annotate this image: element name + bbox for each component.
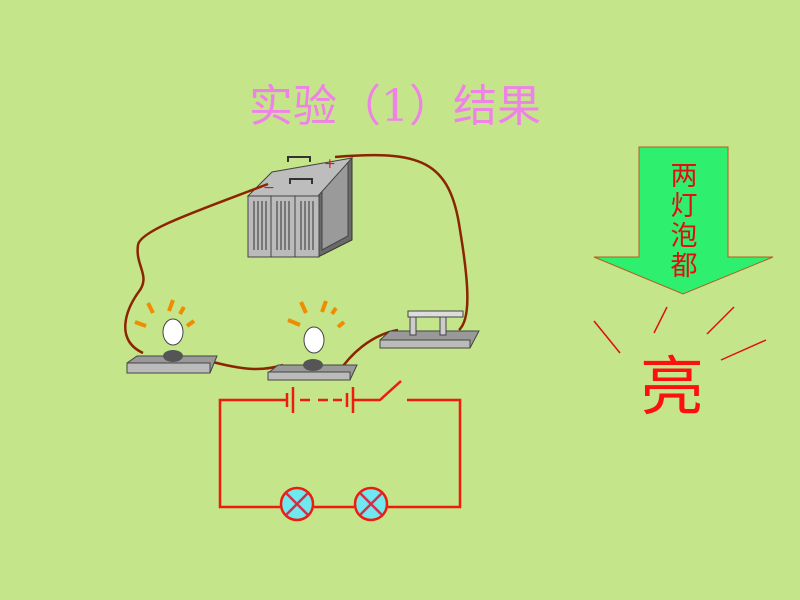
- bulb-board-1: [126, 299, 218, 374]
- battery-pack: − +: [246, 156, 354, 258]
- lamp-symbol-2: [353, 486, 389, 522]
- positive-terminal-label: +: [324, 156, 336, 172]
- negative-terminal-label: −: [263, 180, 275, 196]
- schematic-circuit: [218, 380, 462, 509]
- lamp-symbol-1: [279, 486, 315, 522]
- switch-board: [379, 310, 480, 349]
- slide-title: 实验（1）结果: [249, 81, 541, 132]
- down-arrow: [593, 146, 774, 295]
- bulb-board-2: [267, 300, 358, 381]
- shine-lines: [593, 306, 767, 361]
- result-label: 亮: [640, 351, 704, 425]
- arrow-label: 两灯泡都: [670, 161, 698, 282]
